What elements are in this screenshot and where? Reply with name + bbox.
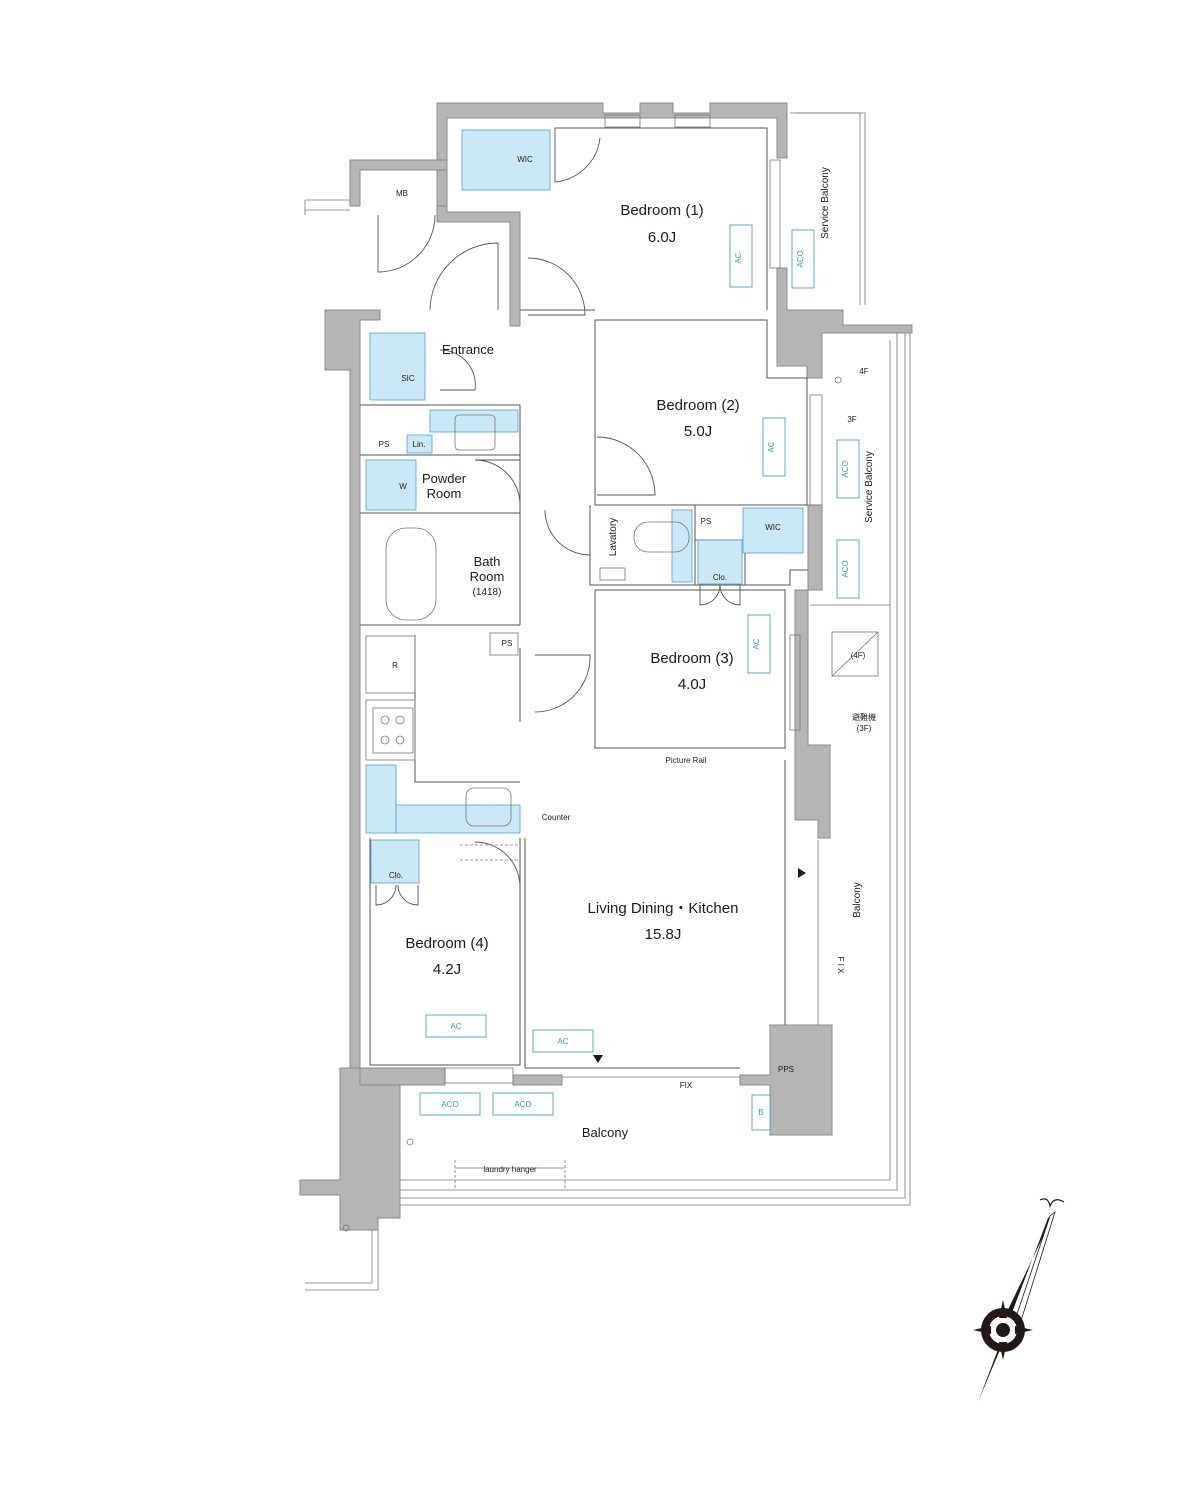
bath-room-label-3: (1418) — [473, 587, 502, 598]
w-label: W — [399, 482, 407, 491]
ldk-size: 15.8J — [645, 926, 682, 943]
ldk-name: Living Dining・Kitchen — [588, 900, 739, 917]
interior-walls — [304, 112, 911, 1291]
clo-4-fixture — [370, 839, 420, 884]
aco-label-service-top: ACO — [796, 250, 805, 267]
bedroom3-name: Bedroom (3) — [650, 650, 733, 667]
mb-label: MB — [396, 189, 408, 198]
ac-labels: AC ACO AC ACO ACO AC AC AC ACO ACO — [441, 250, 850, 1109]
stove-icon — [372, 707, 414, 754]
floor-3f-label: 3F — [847, 415, 856, 424]
bedroom2-name: Bedroom (2) — [656, 397, 739, 414]
clo-2-fixture — [697, 539, 743, 585]
service-balcony-right-label: Service Balcony — [864, 451, 875, 523]
arrow-right-icon — [798, 868, 806, 878]
wic-2-label: WIC — [765, 523, 781, 532]
storage-fixtures — [365, 129, 804, 884]
bedroom1-name: Bedroom (1) — [620, 202, 703, 219]
evac-3f-label: (3F) — [857, 724, 872, 733]
clo-4-label: Clo. — [389, 871, 403, 880]
aco-label-right-2: ACO — [841, 560, 850, 577]
ac-label-bedroom2: AC — [767, 441, 776, 452]
r-label: R — [392, 661, 398, 670]
arrow-down-icon — [593, 1055, 603, 1063]
powder-room-label-1: Powder — [422, 471, 467, 486]
exterior-walls — [299, 102, 913, 1231]
evac-4f-label: (4F) — [851, 651, 866, 660]
b-label: B — [758, 1108, 763, 1117]
balcony-labels: Service Balcony Service Balcony Balcony … — [582, 167, 875, 1140]
bath-room-label-1: Bath — [474, 554, 501, 569]
aco-label-right-1: ACO — [841, 460, 850, 477]
bedroom4-name: Bedroom (4) — [405, 935, 488, 952]
ac-label-bedroom3: AC — [752, 638, 761, 649]
laundry-hanger-label: laundry hanger — [483, 1165, 537, 1174]
counter-label: Counter — [542, 813, 571, 822]
ac-units — [419, 224, 860, 1131]
wic-1-fixture — [461, 129, 551, 191]
bath-room-label-2: Room — [470, 569, 505, 584]
balcony-side-label: Balcony — [852, 882, 863, 918]
ps-label-3: PS — [502, 639, 513, 648]
washer-fixture — [365, 459, 417, 511]
kitchen-sink-counter — [429, 409, 519, 433]
ac-label-bedroom1: AC — [734, 252, 743, 263]
wic-1-label: WIC — [517, 155, 533, 164]
balcony-bottom-label: Balcony — [582, 1125, 629, 1140]
bedroom3-size: 4.0J — [678, 676, 706, 693]
powder-room-label-2: Room — [427, 486, 462, 501]
ac-label-bedroom4: AC — [450, 1022, 461, 1031]
picture-rail-label: Picture Rail — [666, 756, 707, 765]
evac-device-label: 避難機 — [852, 712, 876, 722]
aco-label-bottom-1: ACO — [441, 1100, 458, 1109]
compass-rose-icon — [973, 1198, 1065, 1402]
toilet-fixture — [671, 509, 693, 583]
clo-2-label: Clo. — [713, 573, 727, 582]
floor-4f-label: 4F — [859, 367, 868, 376]
bedroom2-size: 5.0J — [684, 423, 712, 440]
aco-label-bottom-2: ACO — [514, 1100, 531, 1109]
pps-label: PPS — [778, 1065, 794, 1074]
ps-label-1: PS — [379, 440, 390, 449]
ps-label-2: PS — [701, 517, 712, 526]
fix-vertical-label: F I X — [836, 957, 845, 975]
entrance-label: Entrance — [442, 342, 494, 357]
fixture-labels: WIC MB SIC PS Lin. W PS WIC Clo. PS R Co… — [379, 155, 876, 1174]
lin-label: Lin. — [413, 440, 426, 449]
wic-2-fixture — [742, 507, 804, 554]
bedroom1-size: 6.0J — [648, 229, 676, 246]
room-labels: Bedroom (1) 6.0J Bedroom (2) 5.0J Bedroo… — [405, 202, 739, 978]
lavatory-label: Lavatory — [608, 518, 619, 556]
lin-fixture — [406, 434, 433, 454]
ac-label-ldk: AC — [557, 1037, 568, 1046]
sic-label: SIC — [401, 374, 415, 383]
service-balcony-top-label: Service Balcony — [820, 167, 831, 239]
fix-label: FIX — [680, 1081, 693, 1090]
sic-fixture — [369, 332, 426, 401]
bedroom4-size: 4.2J — [433, 961, 461, 978]
